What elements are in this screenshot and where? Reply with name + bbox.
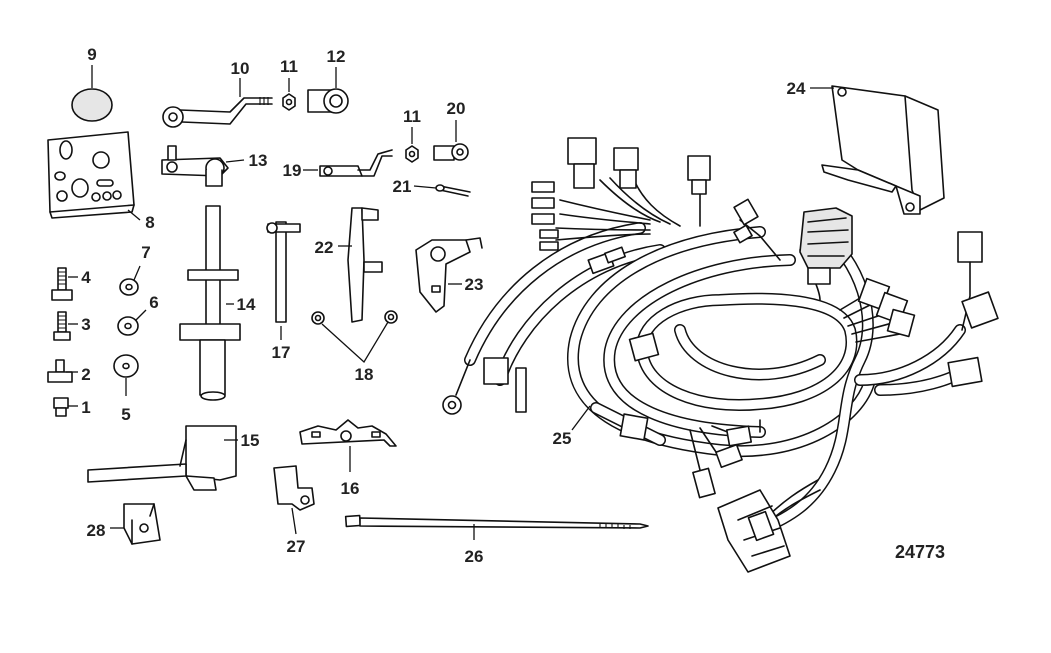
callout-25: 25 — [553, 429, 572, 448]
callout-1: 1 — [81, 398, 90, 417]
part-28-clip — [123, 503, 161, 545]
part-5-washer — [113, 354, 139, 378]
part-18-bushings — [311, 310, 398, 325]
part-2-bolt — [47, 359, 73, 383]
part-7-washer — [119, 278, 139, 296]
callout-17: 17 — [272, 343, 291, 362]
callout-28: 28 — [87, 521, 106, 540]
harness-connector-b — [613, 147, 639, 171]
callout-27: 27 — [287, 537, 306, 556]
part-10-rod — [162, 97, 273, 128]
part-11-nut-second — [405, 145, 419, 163]
callout-labels: 9 10 11 12 13 19 11 20 21 24 8 7 4 6 3 2… — [81, 45, 945, 566]
part-3-screw — [53, 311, 71, 341]
part-27-bracket — [273, 465, 315, 511]
callout-18: 18 — [355, 365, 374, 384]
callout-15: 15 — [241, 431, 260, 450]
part-19-bent-rod — [319, 149, 393, 177]
part-22-link — [347, 207, 383, 323]
harness-connector-c — [687, 155, 711, 181]
part-14-shaft — [179, 205, 241, 401]
harness-connector-i — [947, 356, 983, 388]
callout-19: 19 — [283, 161, 302, 180]
callout-10: 10 — [231, 59, 250, 78]
callout-8: 8 — [145, 213, 154, 232]
part-13-crank-arm — [161, 145, 229, 187]
harness-connector-h — [961, 291, 999, 329]
callout-4: 4 — [81, 268, 91, 287]
callout-3: 3 — [81, 315, 90, 334]
part-17-lever — [266, 221, 301, 323]
part-12-socket — [307, 88, 349, 114]
callout-5: 5 — [121, 405, 130, 424]
part-6-washer — [117, 316, 139, 336]
part-8-plate — [47, 131, 135, 219]
part-15-bracket — [87, 425, 237, 491]
part-23-clip — [415, 237, 483, 313]
part-9-cap — [71, 88, 113, 122]
part-26-cable-tie — [344, 514, 649, 529]
harness-connector-d — [483, 357, 509, 385]
callout-11: 11 — [280, 57, 298, 76]
callout-6: 6 — [149, 293, 158, 312]
part-1-bolt — [53, 397, 69, 417]
harness-connector-e — [628, 332, 660, 362]
harness-round-connector — [799, 207, 853, 269]
part-16-plate — [299, 419, 397, 447]
callout-20: 20 — [447, 99, 466, 118]
callout-14: 14 — [237, 295, 256, 314]
callout-2: 2 — [81, 365, 90, 384]
harness-connector-g — [957, 231, 983, 263]
part-21-cotter-pin — [435, 184, 471, 197]
part-20-terminal — [433, 143, 469, 161]
callout-22: 22 — [315, 238, 334, 257]
figure-number: 24773 — [895, 542, 945, 562]
harness-connector-f — [619, 413, 649, 441]
callout-16: 16 — [341, 479, 360, 498]
callout-12: 12 — [327, 47, 346, 66]
callout-13: 13 — [249, 151, 268, 170]
callout-21: 21 — [393, 177, 412, 196]
part-4-bolt — [51, 267, 73, 301]
callout-23: 23 — [465, 275, 484, 294]
harness-connector-a — [567, 137, 597, 165]
callout-7: 7 — [141, 243, 150, 262]
callout-24: 24 — [787, 79, 806, 98]
part-24-bracket — [821, 85, 945, 215]
callout-9: 9 — [87, 45, 96, 64]
part-25-wiring-harness — [442, 137, 999, 573]
part-11-nut — [282, 93, 296, 111]
callout-11-second: 11 — [403, 107, 421, 126]
callout-26: 26 — [465, 547, 484, 566]
